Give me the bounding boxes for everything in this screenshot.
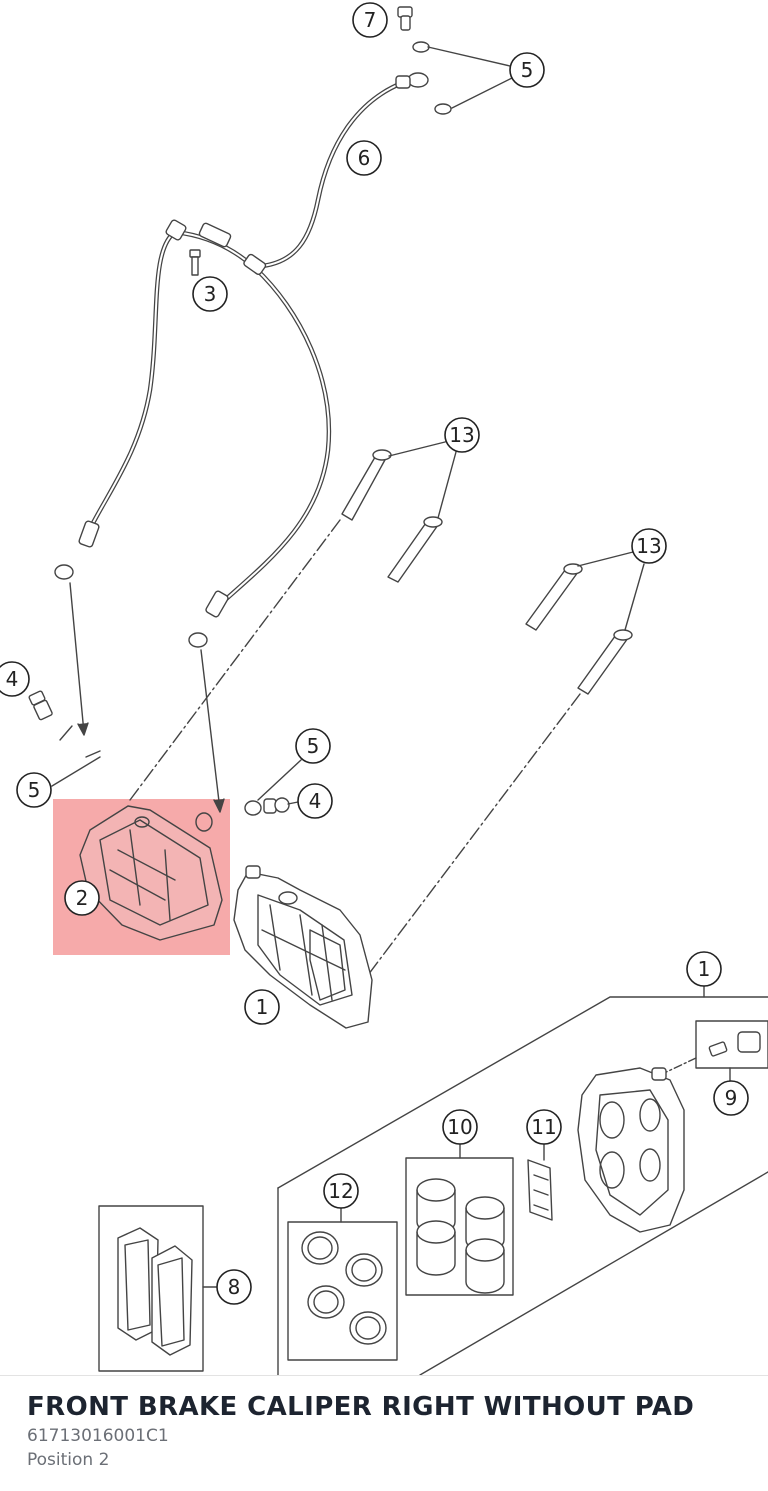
- callout-3-number: 3: [204, 282, 217, 306]
- callout-5-left-number: 5: [28, 778, 41, 802]
- part-number: 61713016001C1: [27, 1426, 169, 1446]
- callout-1-kit-number: 1: [698, 957, 711, 981]
- callout-5-right[interactable]: [295, 728, 331, 764]
- callout-6[interactable]: [346, 140, 382, 176]
- bleed-screw-kit-box: [695, 1020, 768, 1069]
- washer-illustration: [244, 800, 262, 816]
- callout-5-right-number: 5: [307, 734, 320, 758]
- callout-4-left[interactable]: [0, 661, 30, 697]
- callout-4-left-number: 4: [6, 667, 19, 691]
- washer-illustration: [434, 103, 452, 115]
- pad-spring-illustration: [527, 1159, 553, 1221]
- callout-13-lower-number: 13: [636, 534, 661, 558]
- callout-8-number: 8: [228, 1275, 241, 1299]
- callout-11-number: 11: [531, 1115, 556, 1139]
- guide-pin-illustration: [525, 563, 583, 631]
- seal-ring-illustration: [301, 1231, 387, 1345]
- assembly-arrow: [200, 649, 221, 811]
- callout-6-number: 6: [358, 146, 371, 170]
- callout-12-number: 12: [328, 1179, 353, 1203]
- piston-illustration: [416, 1178, 505, 1294]
- assembly-arrow: [77, 722, 89, 736]
- bleed-screw-illustration: [708, 1031, 761, 1057]
- callout-7[interactable]: [352, 2, 388, 38]
- bleed-screw-illustration: [28, 690, 53, 721]
- callout-7-number: 7: [364, 8, 377, 32]
- assembly-arrow: [213, 798, 225, 813]
- callout-13-upper-number: 13: [449, 423, 474, 447]
- screw-illustration: [189, 249, 201, 276]
- alignment-line: [367, 693, 581, 976]
- callout-leader-lines: [51, 46, 731, 1288]
- guide-pin-illustration: [577, 629, 633, 695]
- assembly-arrow: [69, 582, 85, 734]
- caliper-body-illustration: [233, 865, 373, 1029]
- bleed-screw-illustration: [263, 797, 290, 814]
- part-title: FRONT BRAKE CALIPER RIGHT WITHOUT PAD: [27, 1392, 695, 1422]
- brake-hose-illustration: [54, 72, 429, 648]
- callout-3[interactable]: [192, 276, 228, 312]
- callout-2-number: 2: [76, 886, 89, 910]
- callout-12[interactable]: [323, 1173, 359, 1209]
- washer-illustration: [412, 41, 430, 53]
- callout-5-top-number: 5: [521, 58, 534, 82]
- banjo-bolt-illustration: [397, 6, 413, 31]
- callout-1-caliper[interactable]: [244, 989, 280, 1025]
- part-position: Position 2: [27, 1450, 110, 1470]
- brake-pad-illustration: [117, 1227, 193, 1356]
- kit-outline: [419, 1171, 768, 1375]
- brake-pad-box: [98, 1205, 204, 1372]
- callout-5-top[interactable]: [509, 52, 545, 88]
- callout-9-number: 9: [725, 1086, 738, 1110]
- callout-11[interactable]: [526, 1109, 562, 1145]
- callout-8[interactable]: [216, 1269, 252, 1305]
- callout-10[interactable]: [442, 1109, 478, 1145]
- callout-1-kit[interactable]: [686, 951, 722, 987]
- alignment-line: [129, 519, 341, 801]
- callout-10-number: 10: [447, 1115, 472, 1139]
- caliper-half-illustration: [79, 805, 223, 941]
- callout-5-left[interactable]: [16, 772, 52, 808]
- guide-pin-illustration: [387, 516, 443, 583]
- callout-9[interactable]: [713, 1080, 749, 1116]
- exploded-view-diagram: 7 5 6 3 13 13 4 5 5 4 2 1 1 9 10 11 12 8: [0, 2, 768, 1375]
- callout-4-right-number: 4: [309, 789, 322, 813]
- kit-outline: [277, 996, 768, 1189]
- washer-illustration: [59, 725, 101, 758]
- complete-caliper-illustration: [577, 1067, 685, 1233]
- guide-pin-illustration: [341, 449, 392, 521]
- seal-kit-box: [287, 1221, 398, 1361]
- callout-4-right[interactable]: [297, 783, 333, 819]
- callout-2[interactable]: [64, 880, 100, 916]
- callout-13-upper[interactable]: [444, 417, 480, 453]
- callout-1-caliper-number: 1: [256, 995, 269, 1019]
- callout-13-lower[interactable]: [631, 528, 667, 564]
- part-info-panel: FRONT BRAKE CALIPER RIGHT WITHOUT PAD 61…: [0, 1375, 768, 1491]
